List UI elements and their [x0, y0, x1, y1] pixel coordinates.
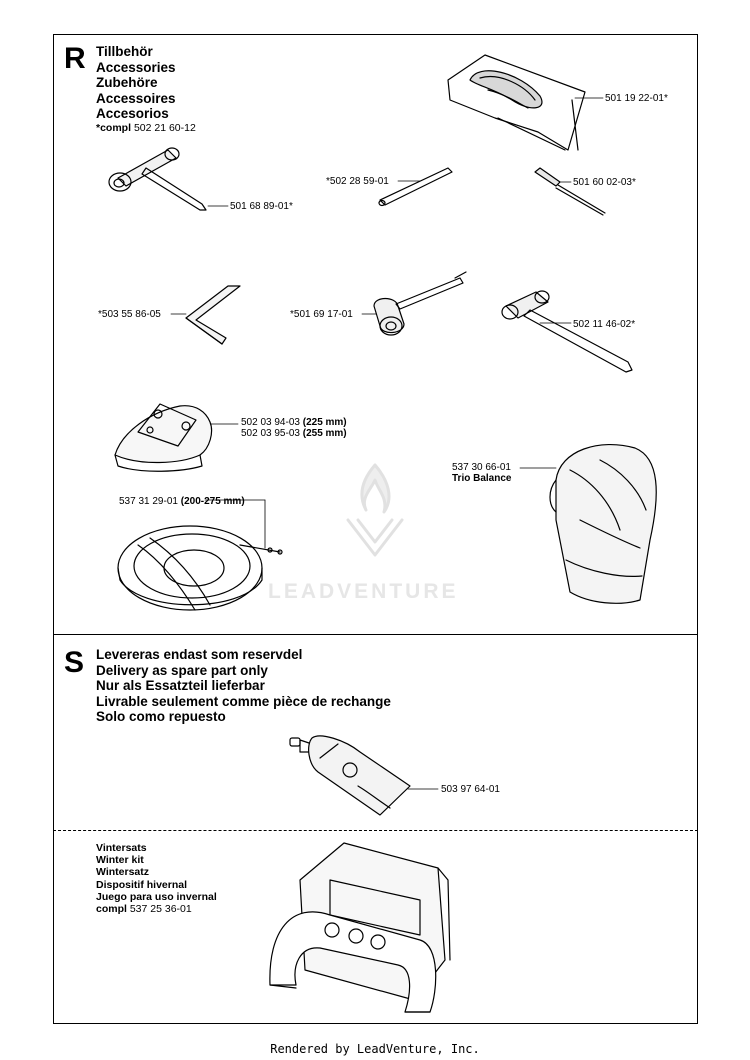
section-letter-s: S	[64, 646, 85, 679]
winter-kit-es: Juego para uso invernal	[96, 890, 217, 903]
winter-kit-heading: Vintersats Winter kit Wintersatz Disposi…	[96, 842, 217, 915]
watermark-logo: LEADVENTURE	[268, 463, 459, 603]
winter-kit-sv: Vintersats	[96, 842, 147, 854]
pin-drawing	[378, 167, 453, 207]
label-box-wrench: 502 11 46-02*	[573, 319, 636, 330]
winter-kit-drawing	[269, 842, 451, 1013]
svg-text:LEADVENTURE: LEADVENTURE	[268, 580, 459, 603]
label-guard-255: 502 03 95-03 (255 mm)	[241, 428, 347, 439]
label-trio-balance-number: 537 30 66-01	[452, 462, 511, 473]
section-r-heading: Tillbehör Accessories Zubehöre Accessoir…	[96, 44, 196, 135]
section-r-title-sv: Tillbehör	[96, 44, 153, 59]
section-s-heading: Levereras endast som reservdel Delivery …	[96, 647, 391, 725]
winter-kit-compl: compl 537 25 36-01	[96, 903, 192, 916]
trimmer-guard-drawing	[114, 403, 213, 472]
label-guard-225: 502 03 94-03 (225 mm)	[241, 417, 347, 428]
section-s-title-es: Solo como repuesto	[96, 709, 226, 724]
section-r-title-fr: Accessoires	[96, 90, 176, 106]
diagram-frame	[53, 34, 698, 1024]
label-combination-wrench: 501 68 89-01*	[230, 201, 293, 212]
grease-tube-drawing	[289, 735, 411, 816]
winter-kit-de: Wintersatz	[96, 866, 149, 879]
section-r-title-es: Accesorios	[96, 106, 169, 121]
section-s-title-de: Nur als Essatzteil lieferbar	[96, 678, 265, 693]
footer-credit: Rendered by LeadVenture, Inc.	[270, 1042, 480, 1056]
section-letter-r: R	[64, 42, 86, 75]
label-screwdriver: 501 60 02-03*	[573, 177, 636, 188]
combination-wrench-drawing	[108, 147, 207, 211]
label-bag-harness: 501 19 22-01*	[605, 93, 668, 104]
hex-key-drawing	[185, 285, 241, 345]
screwdriver-drawing	[534, 167, 606, 216]
label-guard-ring: 537 31 29-01 (200-275 mm)	[119, 496, 245, 507]
section-divider	[53, 634, 698, 635]
section-r-title-de: Zubehöre	[96, 75, 158, 90]
winter-kit-divider	[53, 830, 698, 831]
socket-wrench-drawing	[373, 271, 467, 336]
label-socket-wrench: *501 69 17-01	[290, 309, 353, 320]
section-s-title-fr: Livrable seulement comme pièce de rechan…	[96, 693, 391, 709]
section-s-title-en: Delivery as spare part only	[96, 662, 268, 678]
guard-ring-drawing	[117, 525, 283, 611]
section-r-compl: *compl 502 21 60-12	[96, 121, 196, 134]
label-grease-tube: 503 97 64-01	[441, 784, 500, 795]
winter-kit-en: Winter kit	[96, 854, 144, 867]
label-pin: *502 28 59-01	[326, 176, 389, 187]
section-s-title-sv: Levereras endast som reservdel	[96, 647, 303, 662]
label-hex-key: *503 55 86-05	[98, 309, 161, 320]
trio-balance-drawing	[549, 444, 657, 604]
label-trio-balance-name: Trio Balance	[452, 473, 512, 484]
section-r-title-en: Accessories	[96, 59, 176, 75]
bag-harness-drawing	[447, 54, 586, 151]
leader-lines	[170, 97, 604, 790]
winter-kit-fr: Dispositif hivernal	[96, 878, 188, 891]
box-wrench-drawing	[501, 290, 633, 373]
